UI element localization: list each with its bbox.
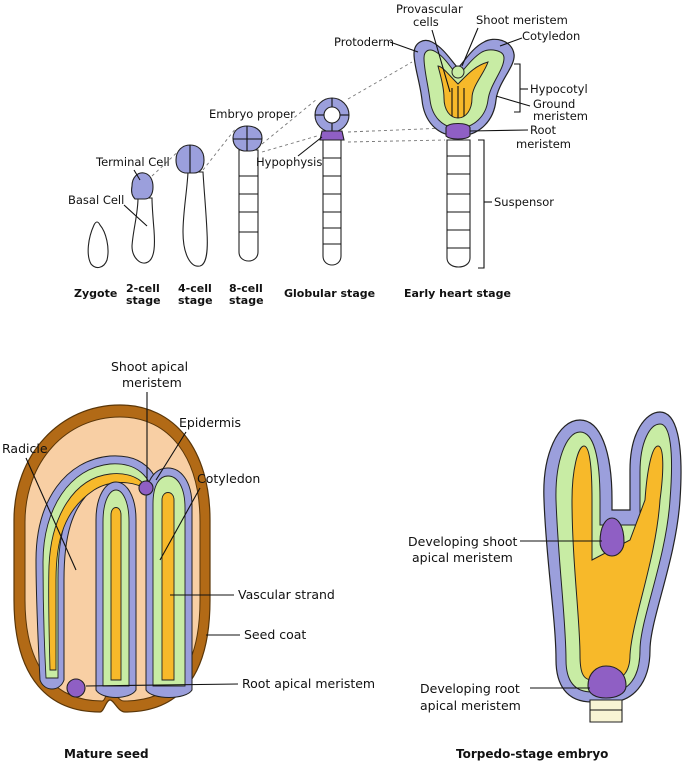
hypophysis-cell [319,130,345,141]
two-cell-caption-2: stage [126,294,161,307]
heart-suspensor [446,139,471,268]
basal-cell-label: Basal Cell [68,193,124,207]
seed-coat-label: Seed coat [244,627,306,642]
seed-vascular-strand-label: Vascular strand [238,587,335,602]
globular-inner-cells [323,106,341,124]
provascular-label-line1: Provascular [396,2,463,16]
root-meristem-label-line1: Root [530,123,557,137]
globular-caption: Globular stage [284,287,375,300]
seed-radicle-label: Radicle [2,441,48,456]
torpedo-shoot-label-1: Developing shoot [408,534,517,549]
seed-shoot-apical-label-1: Shoot apical [111,359,188,374]
stage-captions: Zygote 2-cell stage 4-cell stage 8-cell … [74,282,511,307]
cotyledon-label-top: Cotyledon [522,29,580,43]
four-cell-caption-1: 4-cell [178,282,212,295]
torpedo-root-label-2: apical meristem [420,698,521,713]
two-cell-embryo [131,172,156,264]
top-row-labels: Basal Cell Terminal Cell Embryo proper H… [68,2,588,269]
eight-cell-embryo [232,125,263,262]
basal-cell [131,197,156,264]
mature-seed: Shoot apical meristem Epidermis Radicle … [2,359,375,761]
seed-root-apical-meristem [66,678,86,698]
torpedo-vascular [571,445,664,681]
heart-provascular [437,61,489,119]
zygote-caption: Zygote [74,287,117,300]
protoderm-label: Protoderm [334,35,394,49]
torpedo-embryo: Developing shoot apical meristem Develop… [408,411,682,761]
seed-shoot-apical-meristem [138,480,154,496]
torpedo-shoot-meristem [599,517,625,557]
heart-root-meristem [445,122,471,140]
terminal-cell-label: Terminal Cell [95,155,170,169]
embryogenesis-stages: Basal Cell Terminal Cell Embryo proper H… [68,2,588,307]
ground-meristem-label-line1: Ground [533,97,575,111]
suspensor-label: Suspensor [494,195,554,209]
provascular-label-line2: cells [413,15,439,29]
seed-cotyledon-2-vascular [161,492,175,681]
ground-meristem-label-line2: meristem [533,109,588,123]
four-cell-caption-2: stage [178,294,213,307]
root-meristem-label-line2: meristem [516,137,571,151]
zygote-cell [87,221,109,269]
seed-cotyledon-label: Cotyledon [197,471,260,486]
early-heart-caption: Early heart stage [404,287,511,300]
heart-shoot-meristem [451,65,465,79]
four-cell-suspensor [182,171,208,267]
hypocotyl-label: Hypocotyl [530,82,588,96]
hypophysis-label: Hypophysis [256,155,322,169]
globular-suspensor [322,139,342,266]
torpedo-root-meristem [587,665,627,699]
torpedo-shoot-label-2: apical meristem [412,550,513,565]
seed-shoot-apical-label-2: meristem [122,375,182,390]
embryo-proper-label: Embryo proper [209,107,295,121]
seed-epidermis-label: Epidermis [179,415,241,430]
four-cell-embryo [175,144,208,267]
terminal-cell [131,172,154,200]
eight-cell-caption-1: 8-cell [229,282,263,295]
eight-cell-suspensor [238,149,259,262]
seed-axis-vascular [48,473,150,671]
shoot-meristem-label: Shoot meristem [476,13,568,27]
seed-root-apical-label: Root apical meristem [242,676,375,691]
eight-cell-caption-2: stage [229,294,264,307]
early-heart-embryo [413,38,515,268]
seed-cotyledon-1-vascular [110,507,122,681]
torpedo-title: Torpedo-stage embryo [456,747,608,761]
torpedo-root-label-1: Developing root [420,681,520,696]
torpedo-suspensor [589,699,623,723]
two-cell-caption-1: 2-cell [126,282,160,295]
mature-seed-title: Mature seed [64,747,149,761]
globular-embryo [314,97,350,266]
